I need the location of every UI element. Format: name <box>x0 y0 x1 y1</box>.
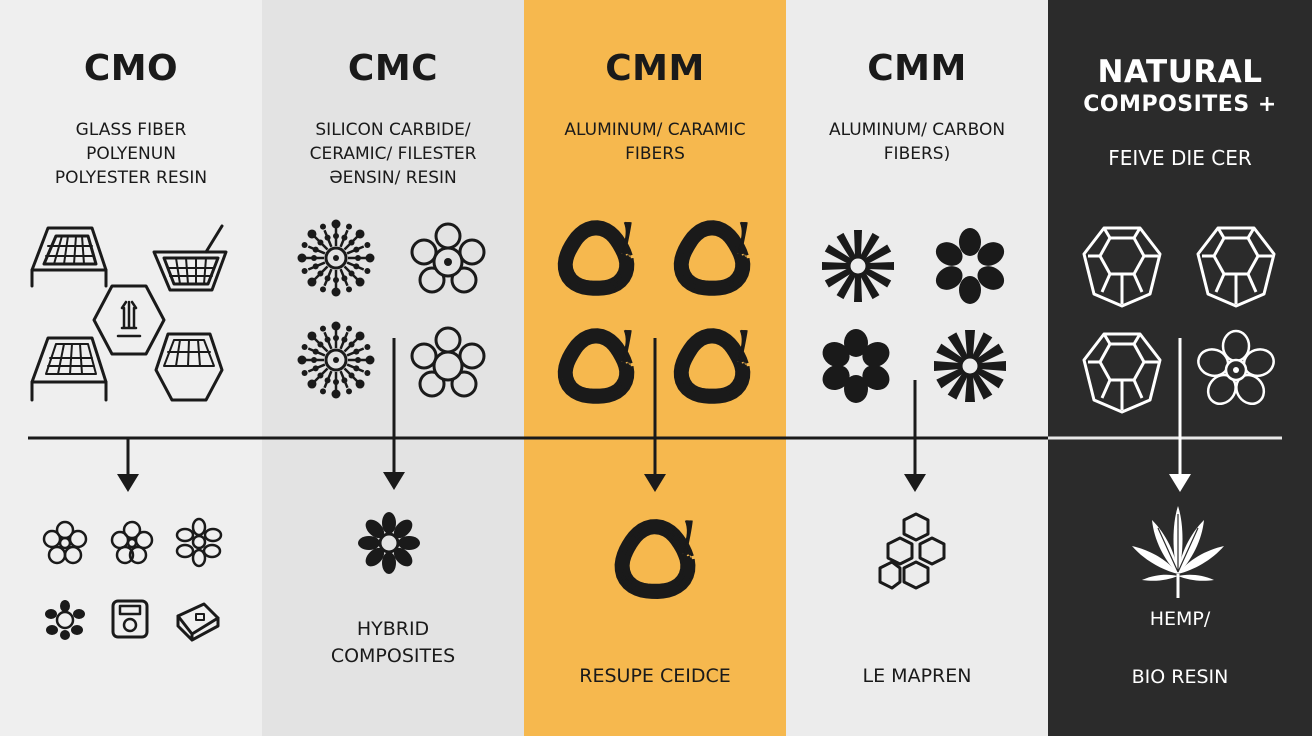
subtitle-line: ALUMINUM/ CARAMIC <box>564 120 746 140</box>
column-cmm-ceramic: CMM ALUMINUM/ CARAMIC FIBERS RESUPE CEID… <box>524 0 786 736</box>
subtitle-line: POLYESTER RESIN <box>54 168 208 188</box>
flower-outline-icon <box>1197 329 1275 406</box>
mesh-basket-icon <box>152 224 228 292</box>
column-subtitle: ALUMINUM/ CARBON FIBERS) <box>786 118 1048 166</box>
column-bottom-label: RESUPE CEIDCE <box>524 663 786 690</box>
column-cmc: CMC SILICON CARBIDE/ CERAMIC/ FILESTER Ə… <box>262 0 524 736</box>
fiber-ring-icon <box>673 328 751 404</box>
bottom-line: RESUPE CEIDCE <box>579 665 731 687</box>
hex-outline-icon <box>1082 226 1162 308</box>
hex-outline-icon <box>1082 332 1162 414</box>
flower-outline-icon <box>410 326 486 398</box>
flower-solid-icon <box>935 228 1005 304</box>
column-title: CMC <box>347 48 439 89</box>
title-line: COMPOSITES + <box>1083 92 1277 117</box>
device-icon <box>111 599 149 639</box>
column-bottom-label: HEMP/ BIO RESIN <box>1048 606 1312 691</box>
column-bottom-label: LE MAPREN <box>786 663 1048 690</box>
fiber-ring-icon <box>673 220 751 296</box>
radial-fiber-icon <box>297 321 375 399</box>
subtitle-line: CERAMIC/ FILESTER <box>309 144 477 164</box>
hex-cell-icon <box>878 512 946 590</box>
title-line: NATURAL <box>1097 54 1263 90</box>
subtitle-line: ƏENSIN/ RESIN <box>329 168 457 188</box>
bottom-line: LE MAPREN <box>862 665 972 687</box>
column-cmm-carbon: CMM ALUMINUM/ CARBON FIBERS) <box>786 0 1048 736</box>
column-title: NATURAL COMPOSITES + <box>1048 54 1312 120</box>
flower-outline-icon <box>42 520 88 565</box>
column-subtitle: GLASS FIBER POLYENUN POLYESTER RESIN <box>0 118 262 190</box>
mesh-basket-icon <box>30 336 108 402</box>
flower-solid-icon <box>358 512 420 574</box>
radial-flower-icon <box>934 330 1006 402</box>
radial-flower-icon <box>822 230 894 302</box>
column-subtitle: FEIVE DIE CER <box>1048 146 1312 170</box>
bottom-line: HYBRID <box>356 618 430 640</box>
flower-outline-icon <box>410 222 486 294</box>
hex-outline-icon <box>1196 226 1276 308</box>
column-bottom-label: HYBRID COMPOSITES <box>262 616 524 670</box>
fiber-ring-icon <box>614 519 696 600</box>
column-subtitle: ALUMINUM/ CARAMIC FIBERS <box>524 118 786 166</box>
block-icon <box>176 602 220 642</box>
radial-fiber-icon <box>45 600 85 640</box>
mesh-basket-icon <box>30 226 108 288</box>
column-title: CMO <box>83 48 179 89</box>
subtitle-line: FIBERS <box>625 144 685 164</box>
radial-fiber-icon <box>297 219 375 297</box>
bottom-line: BIO RESIN <box>1131 666 1229 688</box>
bottom-line: COMPOSITES <box>330 645 456 667</box>
column-natural: NATURAL COMPOSITES + FEIVE DIE CER <box>1048 0 1312 736</box>
column-cmo: CMO GLASS FIBER POLYENUN POLYESTER RESIN <box>0 0 262 736</box>
fiber-ring-icon <box>557 220 635 296</box>
column-title: CMM <box>605 48 705 89</box>
flower-outline-icon <box>175 517 223 568</box>
subtitle-line: GLASS FIBER <box>75 120 187 140</box>
subtitle-line: SILICON CARBIDE/ <box>315 120 471 140</box>
bottom-line: HEMP/ <box>1149 608 1211 630</box>
subtitle-line: FEIVE DIE CER <box>1108 146 1252 170</box>
flower-solid-icon <box>822 329 890 403</box>
fiber-ring-icon <box>557 328 635 404</box>
flower-outline-icon <box>110 520 154 565</box>
mesh-basket-icon <box>154 332 224 402</box>
column-subtitle: SILICON CARBIDE/ CERAMIC/ FILESTER ƏENSI… <box>262 118 524 190</box>
hemp-leaf-icon <box>1132 506 1224 598</box>
subtitle-line: FIBERS) <box>883 144 951 164</box>
subtitle-line: ALUMINUM/ CARBON <box>828 120 1006 140</box>
hexagon-emblem-icon <box>92 284 166 356</box>
column-title: CMM <box>867 48 967 89</box>
subtitle-line: POLYENUN <box>86 144 176 164</box>
